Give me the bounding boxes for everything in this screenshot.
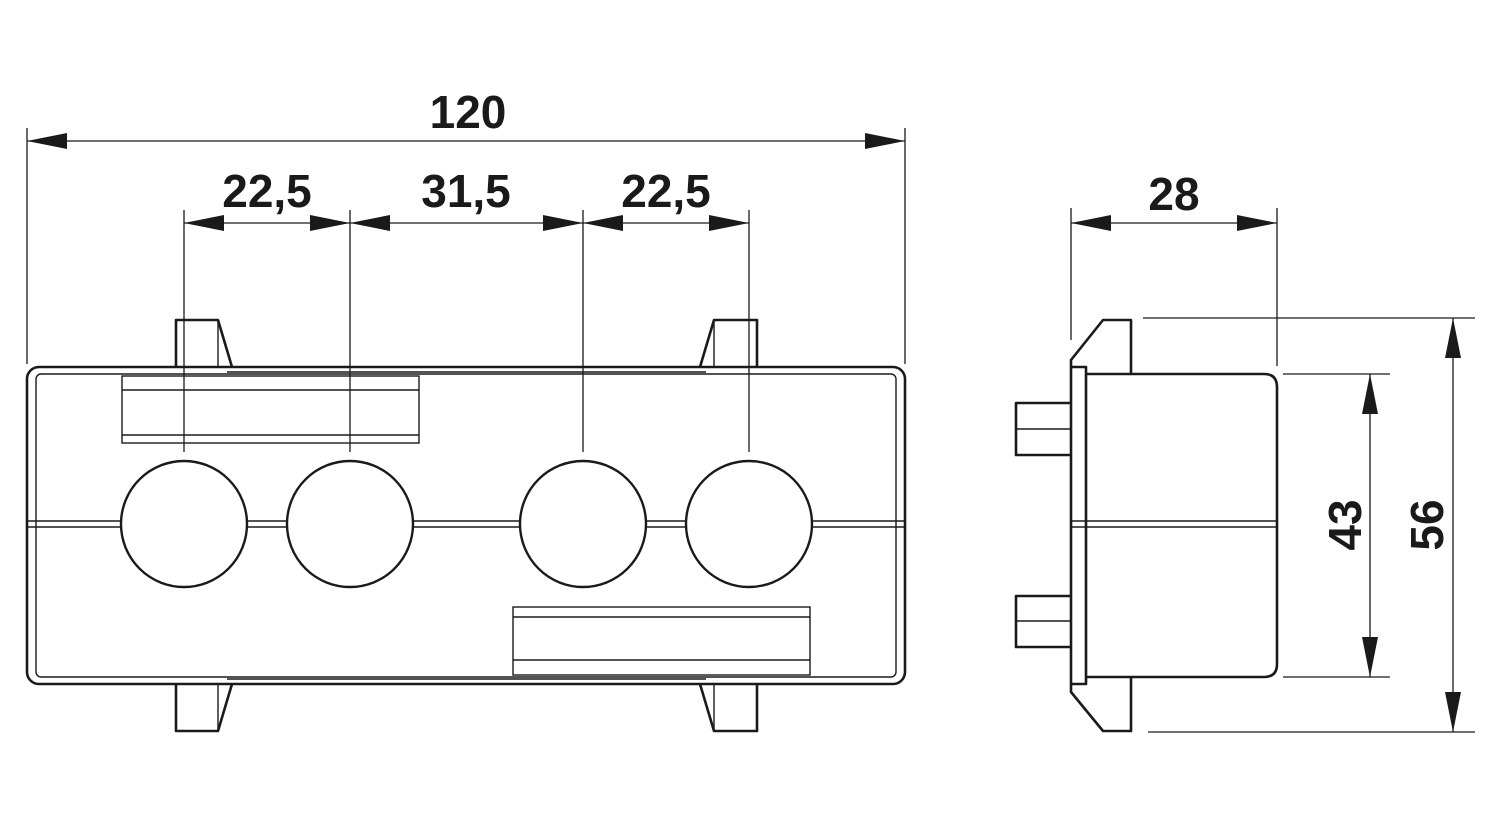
top-right-tab — [698, 318, 759, 368]
bottom-slot — [512, 606, 811, 676]
cable-hole-4 — [684, 459, 814, 589]
side-bottom-latch — [1069, 677, 1133, 733]
side-body — [1086, 372, 1279, 679]
front-extension-lines — [26, 128, 906, 452]
side-top-latch — [1069, 318, 1133, 374]
dim-label-pitch-left: 22,5 — [222, 165, 312, 217]
cable-hole-3 — [518, 459, 648, 589]
dim-label-pitch-center: 31,5 — [421, 165, 511, 217]
dim-label-overall-width: 120 — [430, 86, 507, 138]
cable-hole-2 — [285, 459, 415, 589]
dim-label-inner-height: 43 — [1319, 499, 1371, 550]
housing-body — [25, 365, 907, 686]
dim-label-outer-height: 56 — [1401, 499, 1453, 550]
side-extension-lines — [1070, 208, 1475, 733]
dim-label-pitch-right: 22,5 — [621, 165, 711, 217]
front-view — [25, 318, 907, 733]
dim-label-side-depth: 28 — [1148, 168, 1199, 220]
cable-hole-1 — [119, 459, 249, 589]
side-flange — [1069, 365, 1088, 686]
top-left-tab — [174, 318, 234, 368]
top-slot — [121, 375, 420, 444]
side-view — [1014, 318, 1279, 733]
bottom-right-tab — [698, 683, 759, 733]
bottom-left-tab — [174, 683, 234, 733]
